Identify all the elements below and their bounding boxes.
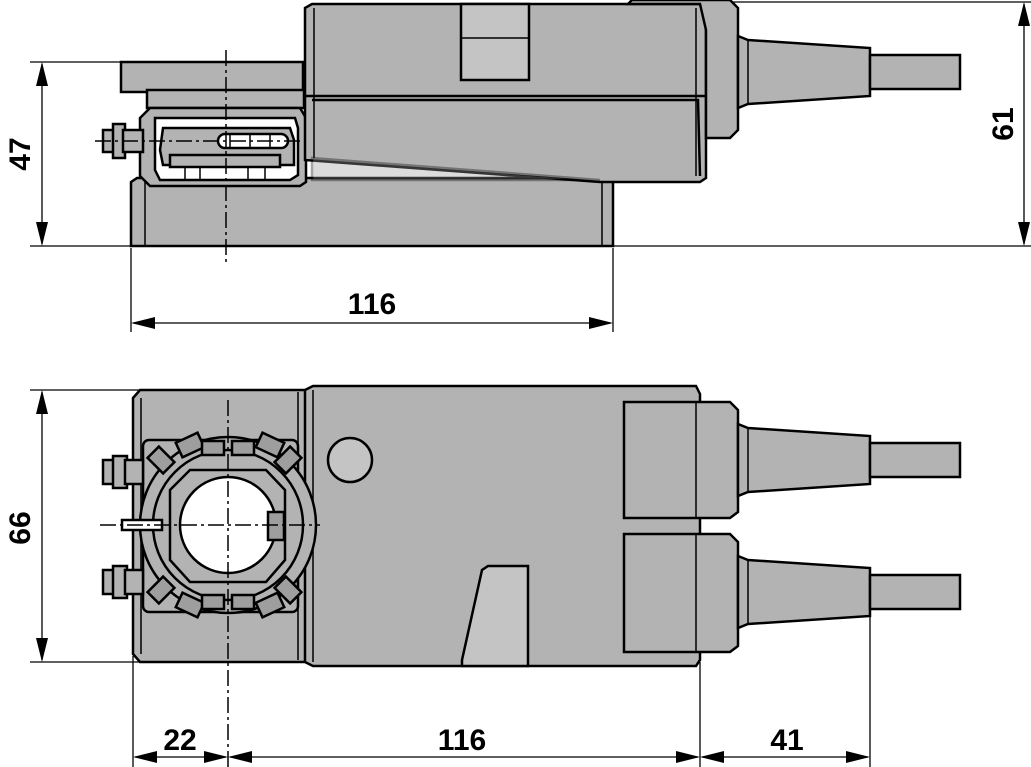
top-cable-upper xyxy=(868,441,962,479)
top-manual-lever xyxy=(460,564,530,668)
dim-side-length: 116 xyxy=(130,248,614,332)
dim-width: 66 xyxy=(4,389,140,663)
top-cable-gland-lower xyxy=(736,554,872,630)
dim-top-length: 116 xyxy=(228,724,700,763)
top-indicator-button xyxy=(326,436,374,484)
side-cable-gland xyxy=(736,34,872,110)
dim-height-total-label: 61 xyxy=(987,107,1020,140)
top-bolt-lower xyxy=(101,564,145,600)
top-view: 66 22 116 41 xyxy=(4,384,962,767)
dim-offset-left-label: 22 xyxy=(163,724,196,757)
dim-height-base-label: 47 xyxy=(4,137,37,170)
dim-offset-left: 22 xyxy=(133,724,228,763)
dim-cable-length-label: 41 xyxy=(770,724,803,757)
dim-top-length-label: 116 xyxy=(438,724,486,757)
side-view: 47 61 116 xyxy=(4,0,1031,332)
dim-width-label: 66 xyxy=(4,511,37,544)
dim-height-total: 61 xyxy=(613,1,1031,247)
top-gland-housing-lower xyxy=(622,532,740,654)
side-cable xyxy=(868,53,962,91)
side-main-housing xyxy=(303,2,708,184)
top-cable-gland-upper xyxy=(736,422,872,498)
top-bolt-upper xyxy=(101,454,145,490)
side-top-flange xyxy=(119,60,305,94)
side-top-tab xyxy=(459,2,531,82)
side-cable-gland-housing xyxy=(624,0,740,140)
side-base-plate xyxy=(129,176,615,248)
top-gland-housing-upper xyxy=(622,400,740,520)
dim-height-base: 47 xyxy=(4,61,131,247)
dim-side-length-label: 116 xyxy=(348,288,396,321)
top-cable-lower xyxy=(868,573,962,611)
dim-cable-length: 41 xyxy=(700,724,870,763)
